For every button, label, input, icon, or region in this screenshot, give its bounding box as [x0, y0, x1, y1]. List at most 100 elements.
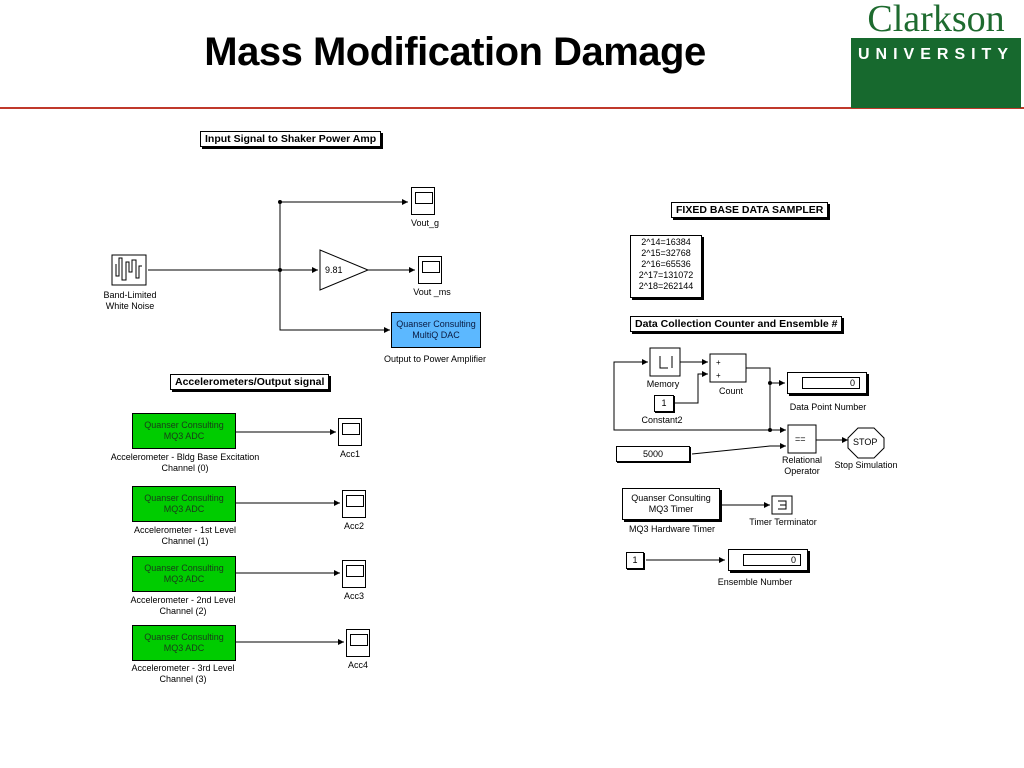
ensemble-constant[interactable]: 1 [626, 552, 644, 569]
data-collection-annotation: Data Collection Counter and Ensemble # [630, 316, 843, 332]
sampler-line-3: 2^16=65536 [641, 259, 691, 269]
ensemble-value: 0 [743, 554, 801, 566]
gain-block [319, 249, 370, 291]
header-divider [0, 107, 1024, 109]
memory-label: Memory [646, 379, 680, 389]
terminator-label: Timer Terminator [749, 517, 817, 527]
scope-vout-g[interactable] [411, 187, 435, 215]
scope-acc2-label: Acc2 [343, 521, 364, 531]
wire-constant-to-sum [675, 371, 708, 404]
adc-block-3-line2: MQ3 ADC [163, 643, 205, 653]
input-signal-annotation: Input Signal to Shaker Power Amp [200, 131, 382, 147]
scope-acc2[interactable] [342, 490, 366, 518]
adc-label-1-line2: Channel (1) [161, 536, 209, 546]
accelerometers-annotation: Accelerometers/Output signal [170, 374, 330, 390]
limit-constant[interactable]: 5000 [616, 446, 690, 462]
adc-block-1[interactable]: Quanser Consulting MQ3 ADC [132, 486, 236, 522]
wire-sum-to-display [746, 367, 785, 386]
wire-limit-to-relop [691, 443, 786, 455]
sampler-line-4: 2^17=131072 [638, 270, 694, 280]
sum-plus-1: + [716, 358, 721, 367]
timer-line2: MQ3 Timer [648, 504, 694, 514]
stop-text: STOP [853, 437, 877, 447]
adc-label-3-line2: Channel (3) [159, 674, 207, 684]
branch-dot-1 [278, 268, 282, 272]
timer-block[interactable]: Quanser Consulting MQ3 Timer [622, 488, 720, 520]
dac-line2: MultiQ DAC [412, 330, 460, 340]
adc-block-0-line1: Quanser Consulting [144, 420, 224, 430]
scope-acc3[interactable] [342, 560, 366, 588]
sampler-line-2: 2^15=32768 [641, 248, 691, 258]
relop-label: Relational Operator [770, 455, 834, 477]
sampler-line-1: 2^14=16384 [641, 237, 691, 247]
dac-block[interactable]: Quanser Consulting MultiQ DAC [391, 312, 481, 348]
branch-dot-3 [768, 381, 772, 385]
sum-block [709, 353, 747, 383]
adc-label-3: Accelerometer - 3rd Level Channel (3) [108, 663, 258, 685]
adc-label-3-line1: Accelerometer - 3rd Level [131, 663, 235, 673]
ensemble-display: 0 [728, 549, 808, 571]
adc-block-0[interactable]: Quanser Consulting MQ3 ADC [132, 413, 236, 449]
scope-acc4[interactable] [346, 629, 370, 657]
adc-block-1-line2: MQ3 ADC [163, 504, 205, 514]
logo-band: UNIVERSITY [851, 38, 1021, 108]
count-label: Count [718, 386, 744, 396]
timer-label: MQ3 Hardware Timer [628, 524, 716, 534]
branch-dot-4 [768, 428, 772, 432]
stop-label: Stop Simulation [834, 460, 898, 470]
relop-label-line2: Operator [784, 466, 820, 476]
logo-wordmark: Clarkson [851, 0, 1021, 38]
gain-value: 9.81 [325, 265, 343, 275]
adc-label-1-line1: Accelerometer - 1st Level [133, 525, 237, 535]
scope-vout-ms-label: Vout _ms [413, 287, 451, 297]
timer-line1: Quanser Consulting [631, 493, 711, 503]
scope-vout-g-label: Vout_g [410, 218, 440, 228]
scope-acc1[interactable] [338, 418, 362, 446]
scope-acc4-label: Acc4 [347, 660, 368, 670]
adc-label-2: Accelerometer - 2nd Level Channel (2) [108, 595, 258, 617]
adc-block-3-line1: Quanser Consulting [144, 632, 224, 642]
wire-branch-dac [279, 270, 390, 333]
data-point-display: 0 [787, 372, 867, 394]
adc-block-2[interactable]: Quanser Consulting MQ3 ADC [132, 556, 236, 592]
adc-label-0-line1: Accelerometer - Bldg Base Excitation [110, 452, 260, 462]
scope-acc1-label: Acc1 [339, 449, 360, 459]
relop-label-line1: Relational [781, 455, 823, 465]
scope-acc3-label: Acc3 [343, 591, 364, 601]
adc-block-0-line2: MQ3 ADC [163, 431, 205, 441]
noise-label: Band-Limited White Noise [90, 290, 170, 312]
scope-vout-ms[interactable] [418, 256, 442, 284]
fixed-base-annotation: FIXED BASE DATA SAMPLER [671, 202, 829, 218]
page-title: Mass Modification Damage [204, 30, 706, 74]
wire-feedback [613, 359, 771, 431]
memory-block [649, 347, 681, 377]
adc-block-1-line1: Quanser Consulting [144, 493, 224, 503]
university-logo: Clarkson UNIVERSITY [851, 0, 1021, 108]
dac-line1: Quanser Consulting [396, 319, 476, 329]
sampler-list: 2^14=16384 2^15=32768 2^16=65536 2^17=13… [630, 235, 702, 298]
adc-block-2-line1: Quanser Consulting [144, 563, 224, 573]
relop-block [787, 424, 817, 454]
noise-label-line2: White Noise [105, 301, 155, 311]
sampler-line-5: 2^18=262144 [638, 281, 694, 291]
noise-label-line1: Band-Limited [103, 290, 157, 300]
data-point-value: 0 [802, 377, 860, 389]
adc-block-2-line2: MQ3 ADC [163, 574, 205, 584]
sum-plus-2: + [716, 371, 721, 380]
stop-block [847, 427, 885, 459]
adc-label-0: Accelerometer - Bldg Base Excitation Cha… [90, 452, 280, 474]
constant-label: Constant2 [641, 415, 683, 425]
branch-dot-2 [278, 200, 282, 204]
adc-label-2-line1: Accelerometer - 2nd Level [130, 595, 236, 605]
adc-label-0-line2: Channel (0) [161, 463, 209, 473]
logo-subtitle: UNIVERSITY [857, 46, 1014, 63]
ensemble-label: Ensemble Number [717, 577, 793, 587]
constant-block[interactable]: 1 [654, 395, 674, 412]
dac-label: Output to Power Amplifier [383, 354, 487, 364]
adc-block-3[interactable]: Quanser Consulting MQ3 ADC [132, 625, 236, 661]
adc-label-2-line2: Channel (2) [159, 606, 207, 616]
adc-label-1: Accelerometer - 1st Level Channel (1) [110, 525, 260, 547]
relop-symbol: == [795, 434, 806, 444]
data-point-label: Data Point Number [789, 402, 867, 412]
